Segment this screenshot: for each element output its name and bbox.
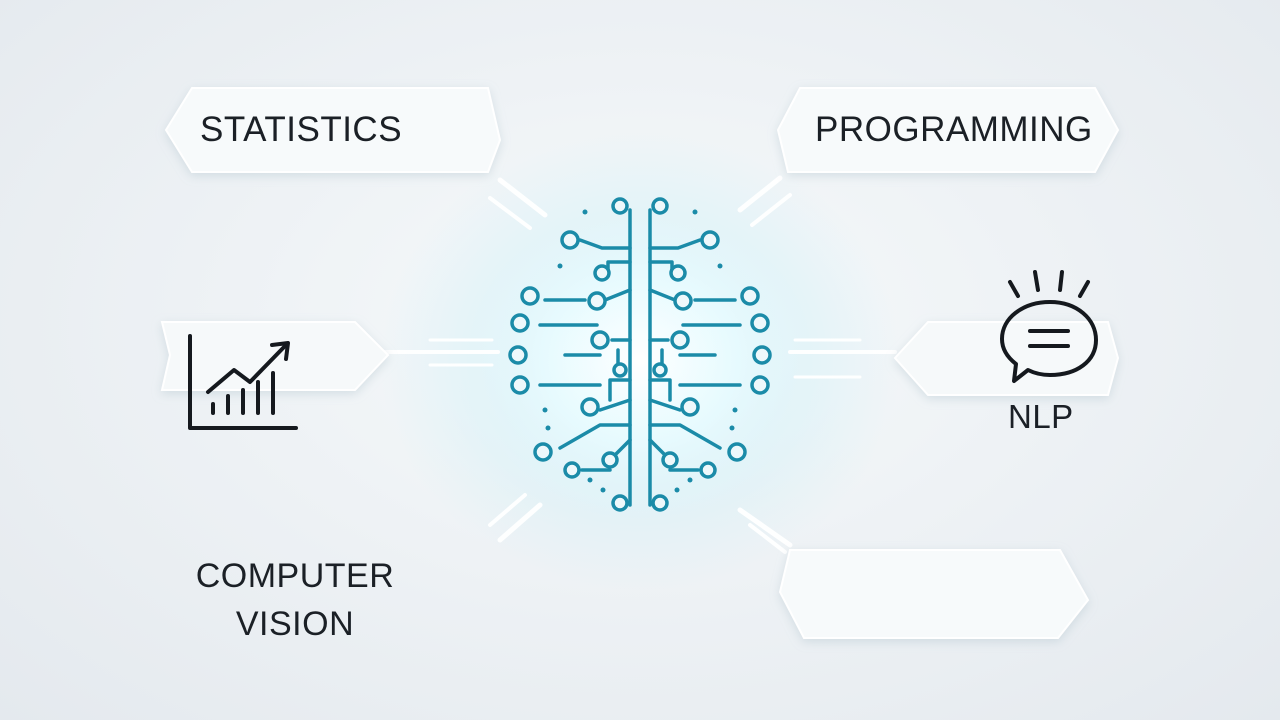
circuit-brain-icon (508, 197, 772, 512)
computer-vision-label: COMPUTER VISION (195, 557, 395, 643)
programming-label: PROGRAMMING (815, 110, 1093, 149)
line-chart-icon (188, 334, 298, 430)
nlp-connector-tab (893, 321, 1120, 396)
empty-panel (778, 549, 1090, 639)
statistics-label: STATISTICS (200, 110, 403, 149)
speech-bubble-icon (1000, 270, 1098, 383)
brain-dots (542, 209, 738, 493)
center-glow (380, 130, 900, 590)
statistics-panel (164, 87, 502, 173)
connector-lines (383, 175, 897, 554)
nlp-label: NLP (1008, 398, 1074, 435)
programming-panel (776, 87, 1120, 173)
